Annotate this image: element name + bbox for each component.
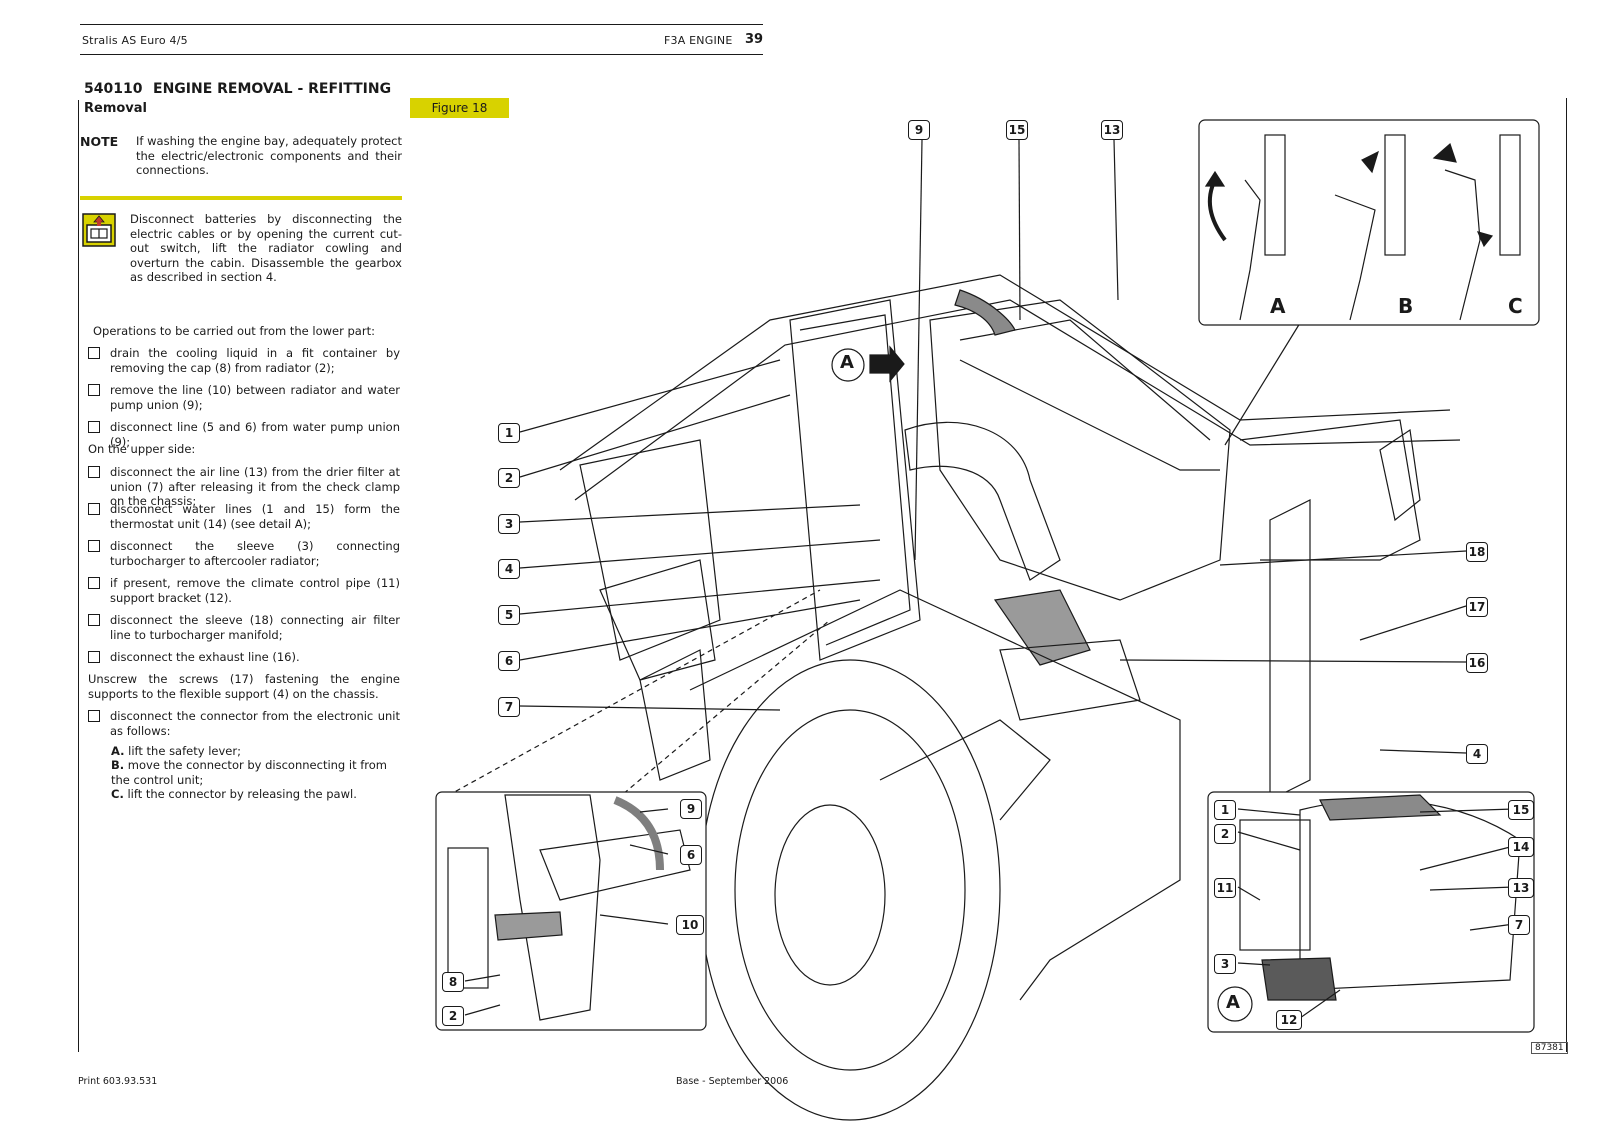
unscrew-text: Unscrew the screws (17) fastening the en… [88, 672, 400, 701]
callout-6: 6 [498, 651, 520, 671]
callout-4-right: 4 [1466, 744, 1488, 764]
callout-3: 3 [498, 514, 520, 534]
inset-callout-9: 9 [680, 799, 702, 819]
callout-18: 18 [1466, 542, 1488, 562]
inset-callout-3: 3 [1214, 954, 1236, 974]
footer-edition: Base - September 2006 [676, 1076, 789, 1087]
inset-letter-c: C [1508, 294, 1523, 318]
header-title: Stralis AS Euro 4/5 [82, 34, 188, 47]
list-item: remove the line (10) between radiator an… [88, 383, 400, 412]
checkbox-icon [88, 347, 100, 359]
note-divider [80, 196, 402, 200]
callout-9: 9 [908, 120, 930, 140]
section-subtitle: Removal [84, 101, 148, 116]
section-number: 540110 [84, 81, 143, 97]
note-text: If washing the engine bay, adequately pr… [136, 134, 402, 177]
lower-intro: Operations to be carried out from the lo… [93, 324, 375, 338]
section-title: ENGINE REMOVAL - REFITTING [153, 81, 392, 97]
list-item: disconnect the sleeve (18) connecting ai… [88, 613, 400, 642]
figure-ref-code: 87381 [1531, 1042, 1568, 1054]
checkbox-icon [88, 710, 100, 722]
inset-callout-1: 1 [1214, 800, 1236, 820]
inset-callout-7: 7 [1508, 915, 1530, 935]
inset-callout-8: 8 [442, 972, 464, 992]
page-number: 39 [745, 32, 764, 47]
callout-2: 2 [498, 468, 520, 488]
list-item: disconnect line (5 and 6) from water pum… [88, 420, 400, 449]
inset-letter-b: B [1398, 294, 1414, 318]
inset-callout-14: 14 [1508, 837, 1534, 857]
inset-callout-6: 6 [680, 845, 702, 865]
checkbox-icon [88, 466, 100, 478]
inset-callout-10: 10 [676, 915, 704, 935]
substep-b: B. move the connector by disconnecting i… [111, 758, 388, 787]
inset-callout-12: 12 [1276, 1010, 1302, 1030]
callout-4: 4 [498, 559, 520, 579]
list-item: drain the cooling liquid in a fit contai… [88, 346, 400, 375]
list-item: disconnect the connector from the electr… [88, 709, 400, 738]
checkbox-icon [88, 614, 100, 626]
checkbox-icon [88, 384, 100, 396]
callout-7: 7 [498, 697, 520, 717]
checkbox-icon [88, 651, 100, 663]
inset-callout-11: 11 [1214, 878, 1236, 898]
callout-1: 1 [498, 423, 520, 443]
inset-callout-13: 13 [1508, 878, 1534, 898]
callout-17: 17 [1466, 597, 1488, 617]
upper-intro: On the upper side: [88, 442, 196, 456]
footer-print: Print 603.93.531 [78, 1076, 158, 1087]
checkbox-icon [88, 540, 100, 552]
callout-15: 15 [1006, 120, 1028, 140]
checkbox-icon [88, 503, 100, 515]
substep-a: A. lift the safety lever; [111, 744, 241, 758]
checkbox-icon [88, 577, 100, 589]
header-engine: F3A ENGINE [664, 34, 733, 47]
inset-callout-15: 15 [1508, 800, 1534, 820]
battery-warning-icon [82, 213, 116, 247]
inset-detail-a: A [1226, 992, 1240, 1013]
figure-label: Figure 18 [410, 98, 509, 118]
note-label: NOTE [80, 134, 119, 149]
list-item: disconnect water lines (1 and 15) form t… [88, 502, 400, 531]
list-item: disconnect the sleeve (3) connecting tur… [88, 539, 400, 568]
list-item: disconnect the exhaust line (16). [88, 650, 400, 665]
inset-callout-2b: 2 [1214, 824, 1236, 844]
warning-text: Disconnect batteries by disconnecting th… [130, 212, 402, 284]
callout-16: 16 [1466, 653, 1488, 673]
callout-5: 5 [498, 605, 520, 625]
list-item: if present, remove the climate control p… [88, 576, 400, 605]
detail-a-label: A [840, 352, 854, 373]
callout-13: 13 [1101, 120, 1123, 140]
list-item: disconnect the air line (13) from the dr… [88, 465, 400, 509]
checkbox-icon [88, 421, 100, 433]
inset-letter-a: A [1270, 294, 1286, 318]
inset-callout-2: 2 [442, 1006, 464, 1026]
substep-c: C. lift the connector by releasing the p… [111, 787, 357, 801]
